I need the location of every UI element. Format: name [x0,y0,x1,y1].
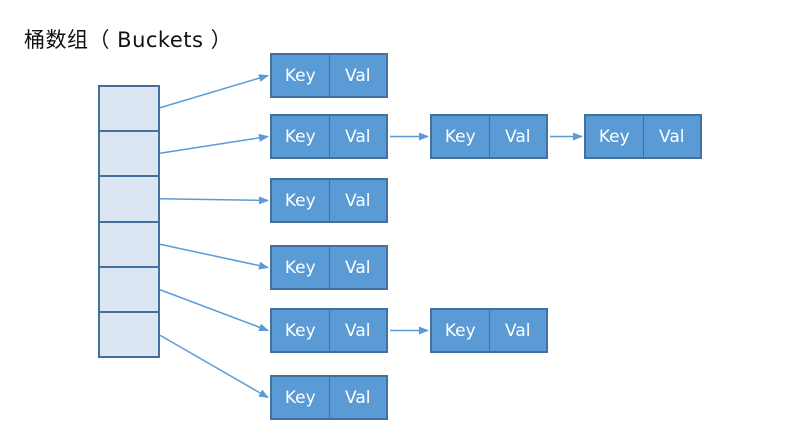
hash-node: Key Val [270,375,388,420]
hash-node: Key Val [430,114,548,159]
hash-node: Key Val [584,114,702,159]
bucket-cell [100,87,158,130]
bucket-arrow [159,74,269,109]
node-key-cell: Key [284,126,316,147]
node-val-cell: Val [488,116,547,157]
hash-node: Key Val [270,245,388,290]
bucket-arrow [159,243,269,270]
node-key-cell: Key [284,387,316,408]
node-val-cell: Val [642,116,701,157]
node-key-cell: Key [444,320,476,341]
bucket-cell [100,310,158,356]
node-val-cell: Val [328,377,387,418]
node-key-cell: Key [284,320,316,341]
bucket-array [98,85,160,358]
hash-node: Key Val [270,308,388,353]
node-key-cell: Key [284,65,316,86]
node-key-cell: Key [284,190,316,211]
bucket-cell [100,175,158,220]
node-key-cell: Key [444,126,476,147]
bucket-cell [100,220,158,266]
hash-node: Key Val [430,308,548,353]
node-val-cell: Val [328,116,387,157]
node-val-cell: Val [488,310,547,351]
node-key-cell: Key [598,126,630,147]
node-key-cell: Key [284,257,316,278]
bucket-cell [100,265,158,311]
node-val-cell: Val [328,247,387,288]
hash-node: Key Val [270,114,388,159]
bucket-arrow [159,133,269,154]
node-val-cell: Val [328,55,387,96]
node-val-cell: Val [328,310,387,351]
bucket-arrow [159,334,269,399]
bucket-arrow [159,289,269,332]
hash-node: Key Val [270,53,388,98]
bucket-cell [100,130,158,175]
bucket-arrow [159,196,269,205]
diagram-title: 桶数组（ Buckets ） [24,28,233,52]
node-val-cell: Val [328,180,387,221]
hash-node: Key Val [270,178,388,223]
